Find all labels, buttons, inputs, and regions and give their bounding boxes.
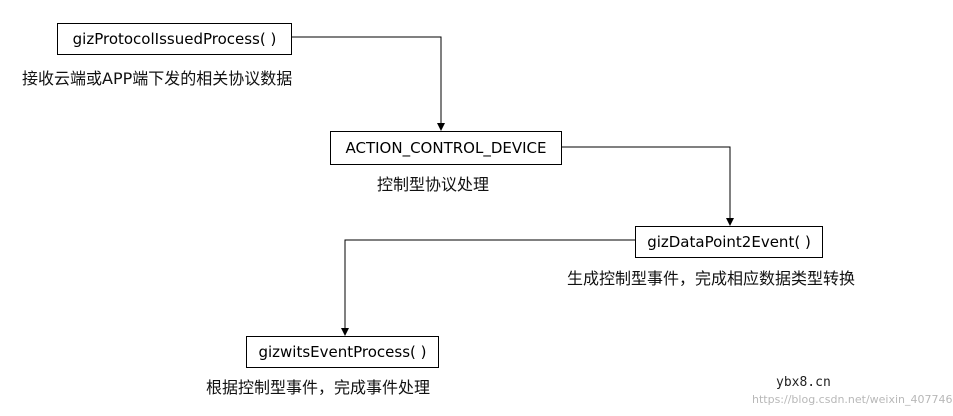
node-issued-process: gizProtocolIssuedProcess( ) bbox=[57, 23, 292, 55]
node-action-control-device: ACTION_CONTROL_DEVICE bbox=[330, 131, 562, 165]
edge-datapoint-to-event bbox=[341, 239, 635, 336]
node-datapoint-to-event-label: gizDataPoint2Event( ) bbox=[647, 233, 811, 251]
watermark-site: ybx8.cn bbox=[776, 375, 831, 390]
node-datapoint-to-event: gizDataPoint2Event( ) bbox=[635, 226, 823, 258]
watermark-url: https://blog.csdn.net/weixin_4077460 bbox=[752, 393, 953, 406]
node-datapoint-to-event-description: 生成控制型事件，完成相应数据类型转换 bbox=[567, 269, 856, 288]
node-issued-process-description: 接收云端或APP端下发的相关协议数据 bbox=[22, 69, 293, 88]
node-event-process-label: gizwitsEventProcess( ) bbox=[258, 343, 427, 361]
node-event-process-description: 根据控制型事件，完成事件处理 bbox=[206, 378, 431, 397]
edge-action-to-datapoint bbox=[562, 146, 734, 226]
node-action-control-device-label: ACTION_CONTROL_DEVICE bbox=[345, 139, 547, 157]
edge-issued-to-action bbox=[292, 36, 445, 131]
node-action-control-device-description: 控制型协议处理 bbox=[377, 175, 490, 194]
node-issued-process-label: gizProtocolIssuedProcess( ) bbox=[72, 30, 277, 48]
node-event-process: gizwitsEventProcess( ) bbox=[246, 336, 439, 368]
